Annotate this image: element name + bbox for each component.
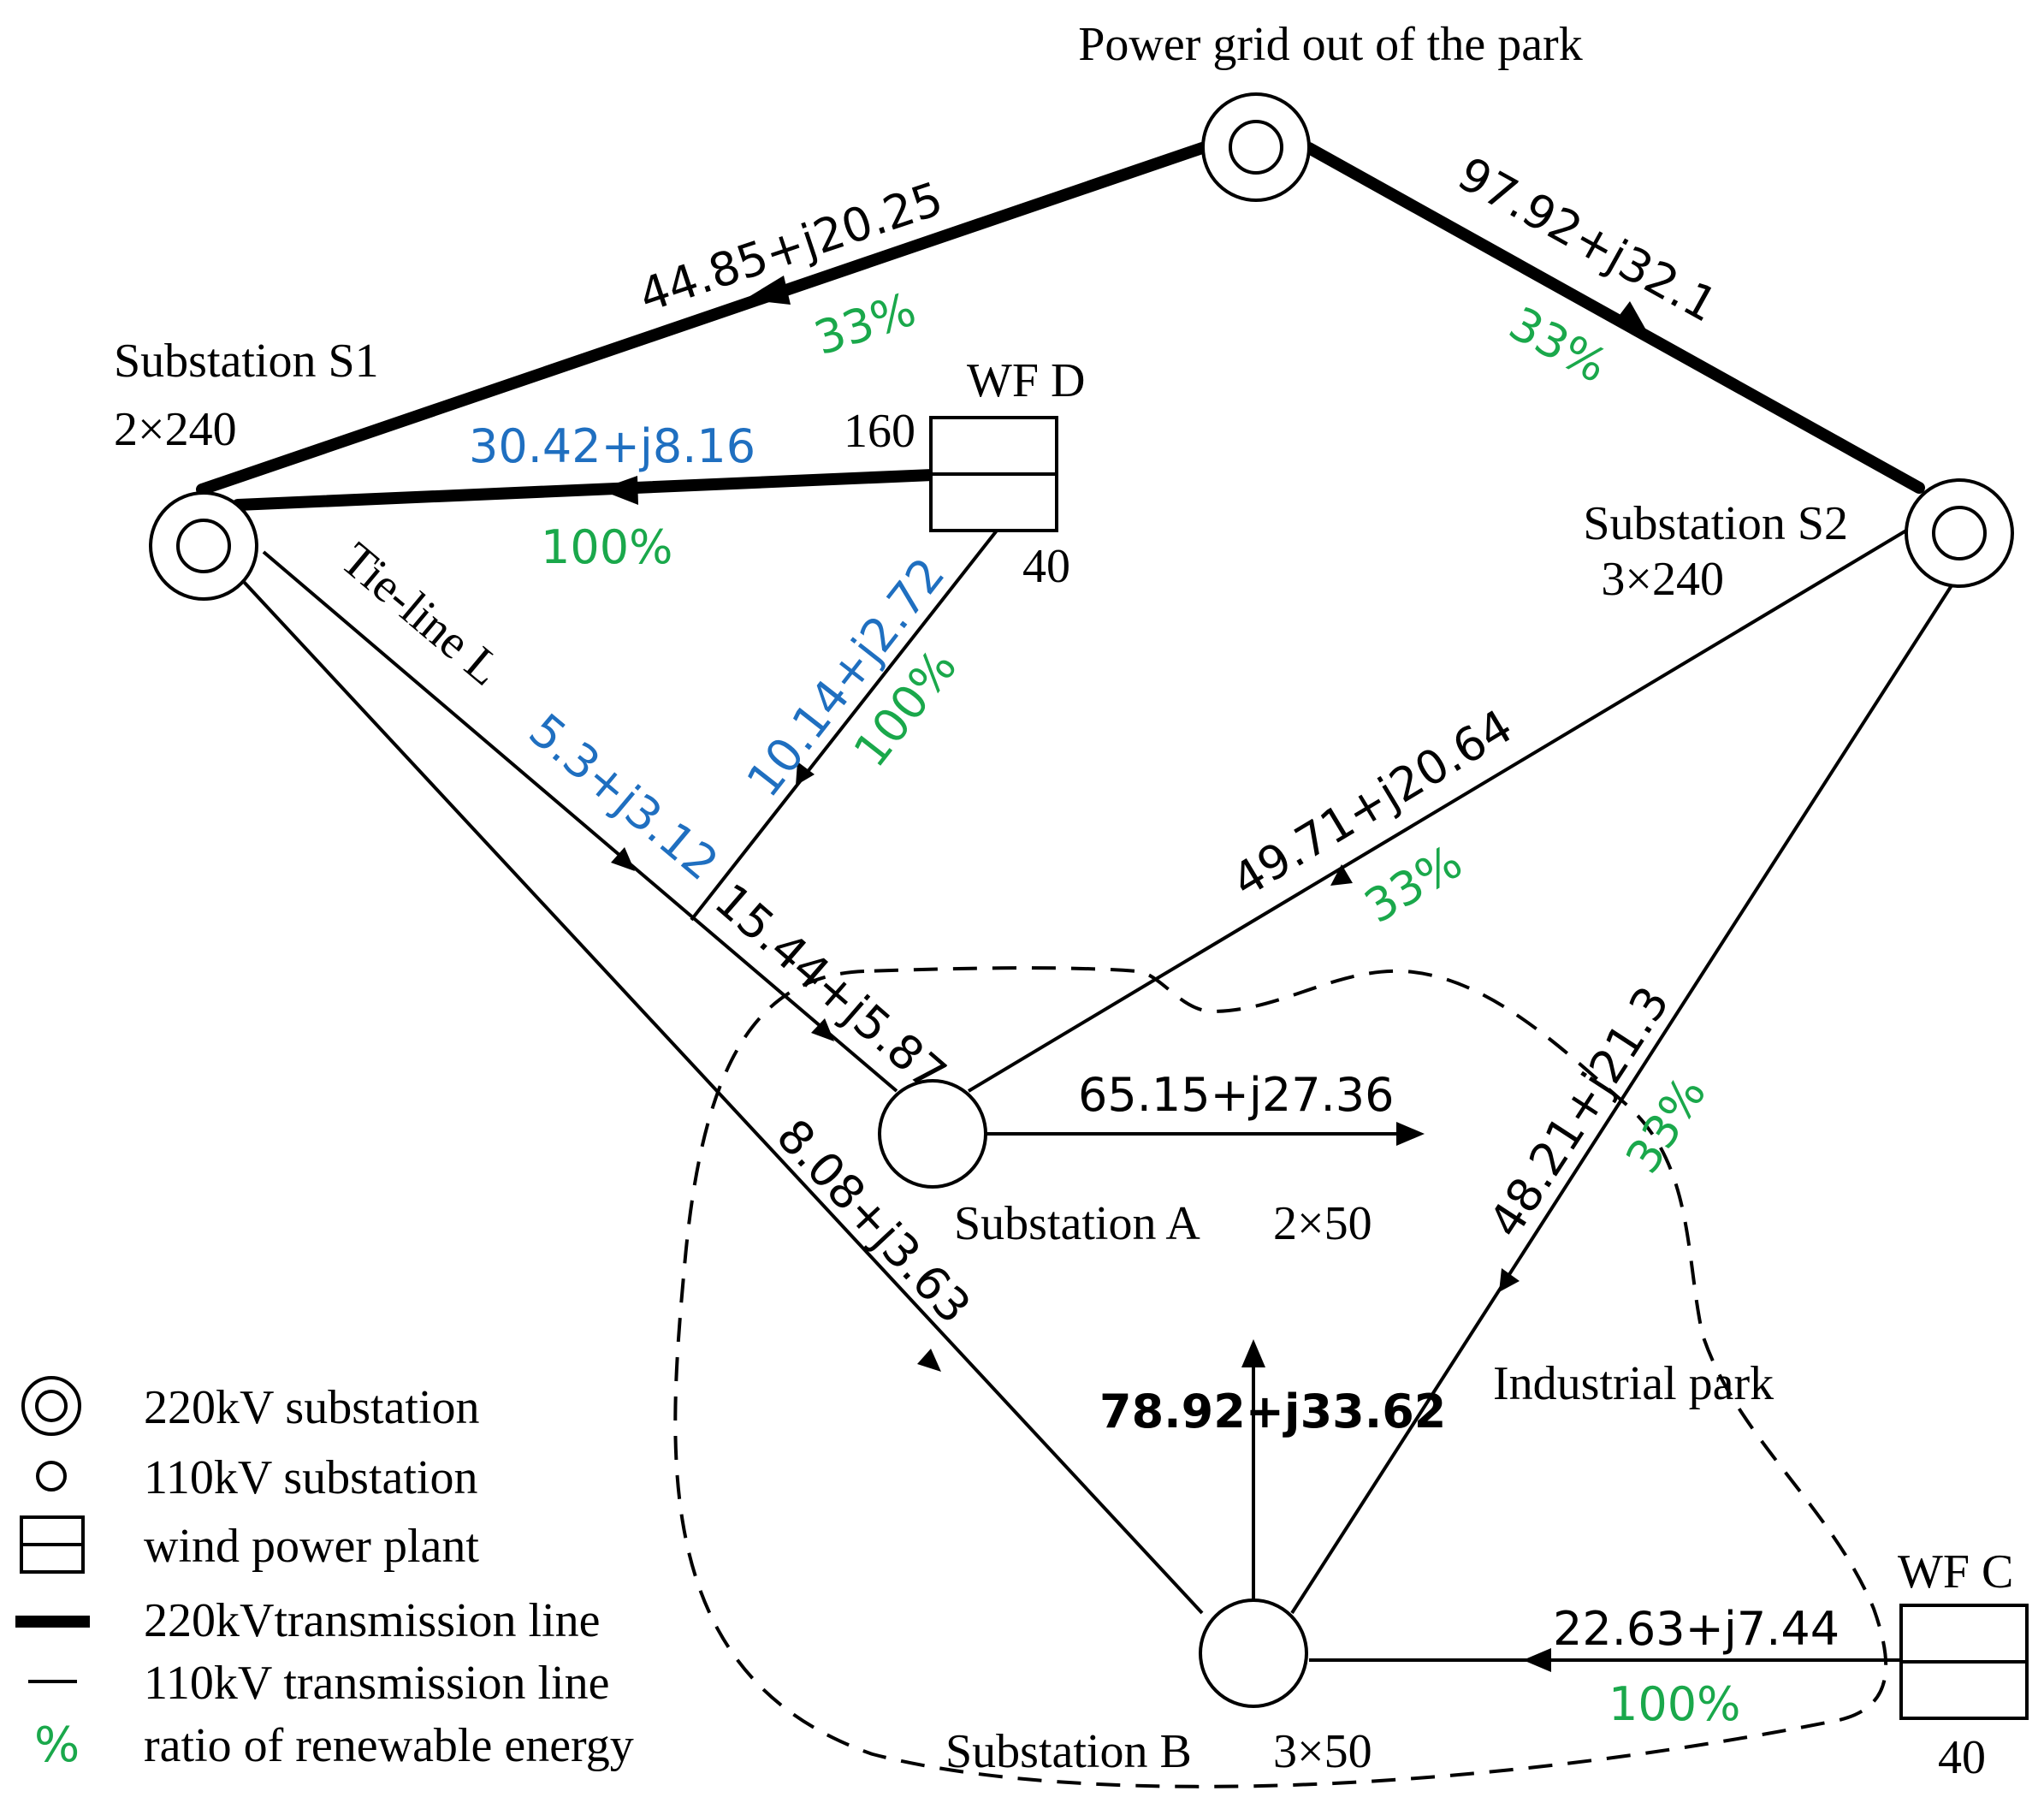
arrow-tie-l [611,847,635,871]
legend-label-110kv-line: 110kV transmission line [144,1657,609,1710]
legend: 220kV substation 110kV substation wind p… [15,1376,634,1773]
industrial-park-boundary [673,966,1888,1788]
substation-s1-node[interactable] [149,491,258,601]
line-s1-to-b [242,580,1204,1615]
line-s2-to-b [1290,578,1957,1615]
tie-line-label: Tie-line L [331,532,512,696]
legend-label-220kv-substation: 220kV substation [144,1381,480,1434]
s2-name: Substation S2 [1583,497,1848,550]
power-grid-node[interactable] [1201,92,1311,202]
s1-name: Substation S1 [114,335,379,388]
ratio-wfc-to-b: 100% [1609,1677,1740,1731]
arrow-grid-to-s1 [744,276,791,305]
grid-title: Power grid out of the park [1078,18,1582,71]
arrow-wfd-to-junction [796,762,815,786]
double-circle-icon [21,1376,81,1436]
legend-label-wind-power-plant: wind power plant [144,1520,479,1573]
line-grid-to-s1 [196,142,1208,495]
s1-capacity: 2×240 [114,403,237,456]
arrow-grid-to-s2 [1617,301,1656,347]
wf-d-name: WF D [967,354,1085,407]
wf-c-name: WF C [1898,1545,2013,1598]
substation-s2-node[interactable] [1905,478,2014,588]
arrow-wfc-to-b [1523,1648,1551,1672]
legend-label-renewable-ratio: ratio of renewable energy [144,1719,634,1772]
flow-wfc-to-b: 22.63+j7.44 [1553,1602,1840,1656]
wf-c-value-bottom: 40 [1938,1731,1986,1784]
s2-capacity: 3×240 [1601,553,1724,606]
line-s2-to-a [967,529,1908,1093]
wf-d-value-bottom: 40 [1022,540,1070,593]
arrow-s2-to-a [1330,864,1353,886]
line-tie-l [262,550,898,1093]
arrow-wfd-to-s1 [599,476,638,505]
wf-d-node[interactable] [929,416,1058,532]
legend-label-220kv-line: 220kVtransmission line [144,1594,601,1647]
arrow-b-load [1241,1339,1265,1367]
substation-b-node[interactable] [1199,1598,1308,1708]
line-grid-to-s2 [1303,142,1925,494]
flow-wfd-to-s1: 30.42+j8.16 [469,419,755,473]
ratio-wfd-to-s1: 100% [541,520,672,574]
substation-b-capacity: 3×50 [1273,1725,1372,1778]
wind-plant-icon [20,1515,85,1574]
small-circle-icon [36,1461,67,1492]
line-wfd-to-junction [690,529,998,922]
substation-b-name: Substation B [945,1725,1192,1778]
line-wfd-to-s1 [232,469,939,511]
flow-junction-to-a: 15.44+j5.87 [704,873,956,1101]
wf-d-value-top: 160 [844,405,915,458]
substation-a-node[interactable] [878,1079,987,1189]
substation-a-capacity: 2×50 [1273,1197,1372,1250]
legend-label-110kv-substation: 110kV substation [144,1451,477,1504]
substation-a-name: Substation A [954,1197,1200,1250]
percent-icon: % [34,1717,80,1773]
arrow-s1-to-b [917,1349,941,1372]
arrow-s2-to-b [1499,1268,1520,1292]
arrow-a-load [1396,1122,1425,1146]
flow-b-load: 78.92+j33.62 [1099,1385,1446,1438]
wf-c-node[interactable] [1899,1604,2029,1720]
ratio-grid-to-s1: 33% [808,282,922,365]
industrial-park-label: Industrial park [1493,1357,1774,1410]
flow-a-load: 65.15+j27.36 [1078,1068,1394,1122]
arrow-junction-to-a [811,1018,834,1041]
